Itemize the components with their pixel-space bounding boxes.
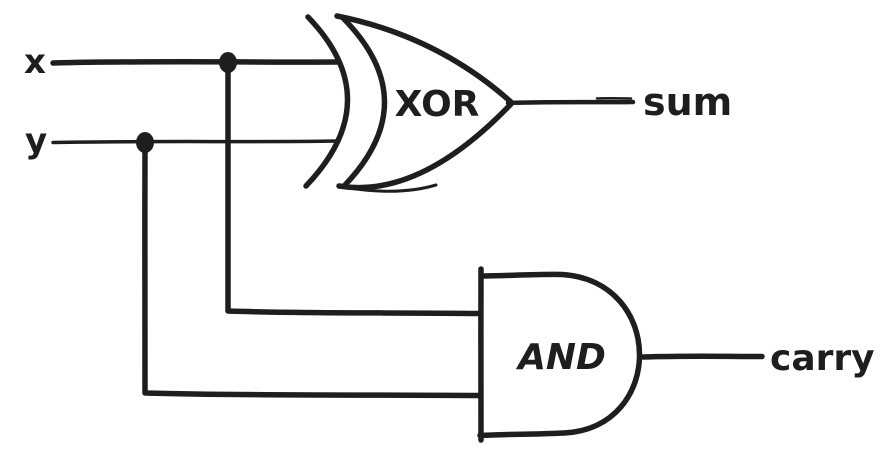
wire-input-x: [50, 58, 340, 66]
label-layer: x y XOR AND sum carry: [24, 42, 875, 379]
input-y-label: y: [25, 121, 47, 161]
wire-xor-output: [505, 99, 636, 106]
input-x-label: x: [24, 42, 46, 82]
junction-dot-y: [136, 132, 154, 153]
xor-gate-back-curve: [340, 15, 388, 188]
xor-gate-label: XOR: [395, 84, 480, 125]
stroke-layer: [50, 13, 765, 443]
and-gate: [477, 266, 643, 443]
sum-output-label: sum: [643, 80, 732, 124]
wire-branch-y-to-and: [142, 141, 482, 399]
wire-branch-x-to-and: [225, 61, 482, 317]
xor-gate-bottom-overdraw: [347, 183, 438, 193]
xor-gate-top-edge: [334, 13, 514, 105]
xor-gate: [303, 13, 514, 193]
and-gate-label: AND: [515, 337, 606, 378]
carry-output-label: carry: [770, 338, 875, 379]
and-gate-body: [477, 271, 643, 439]
junction-dot-x: [219, 52, 237, 73]
xor-gate-input-curve: [303, 14, 351, 189]
wire-and-output: [640, 353, 765, 360]
junction-layer: [136, 52, 237, 153]
wire-input-y: [51, 139, 339, 145]
xor-gate-bottom-edge: [336, 101, 514, 191]
